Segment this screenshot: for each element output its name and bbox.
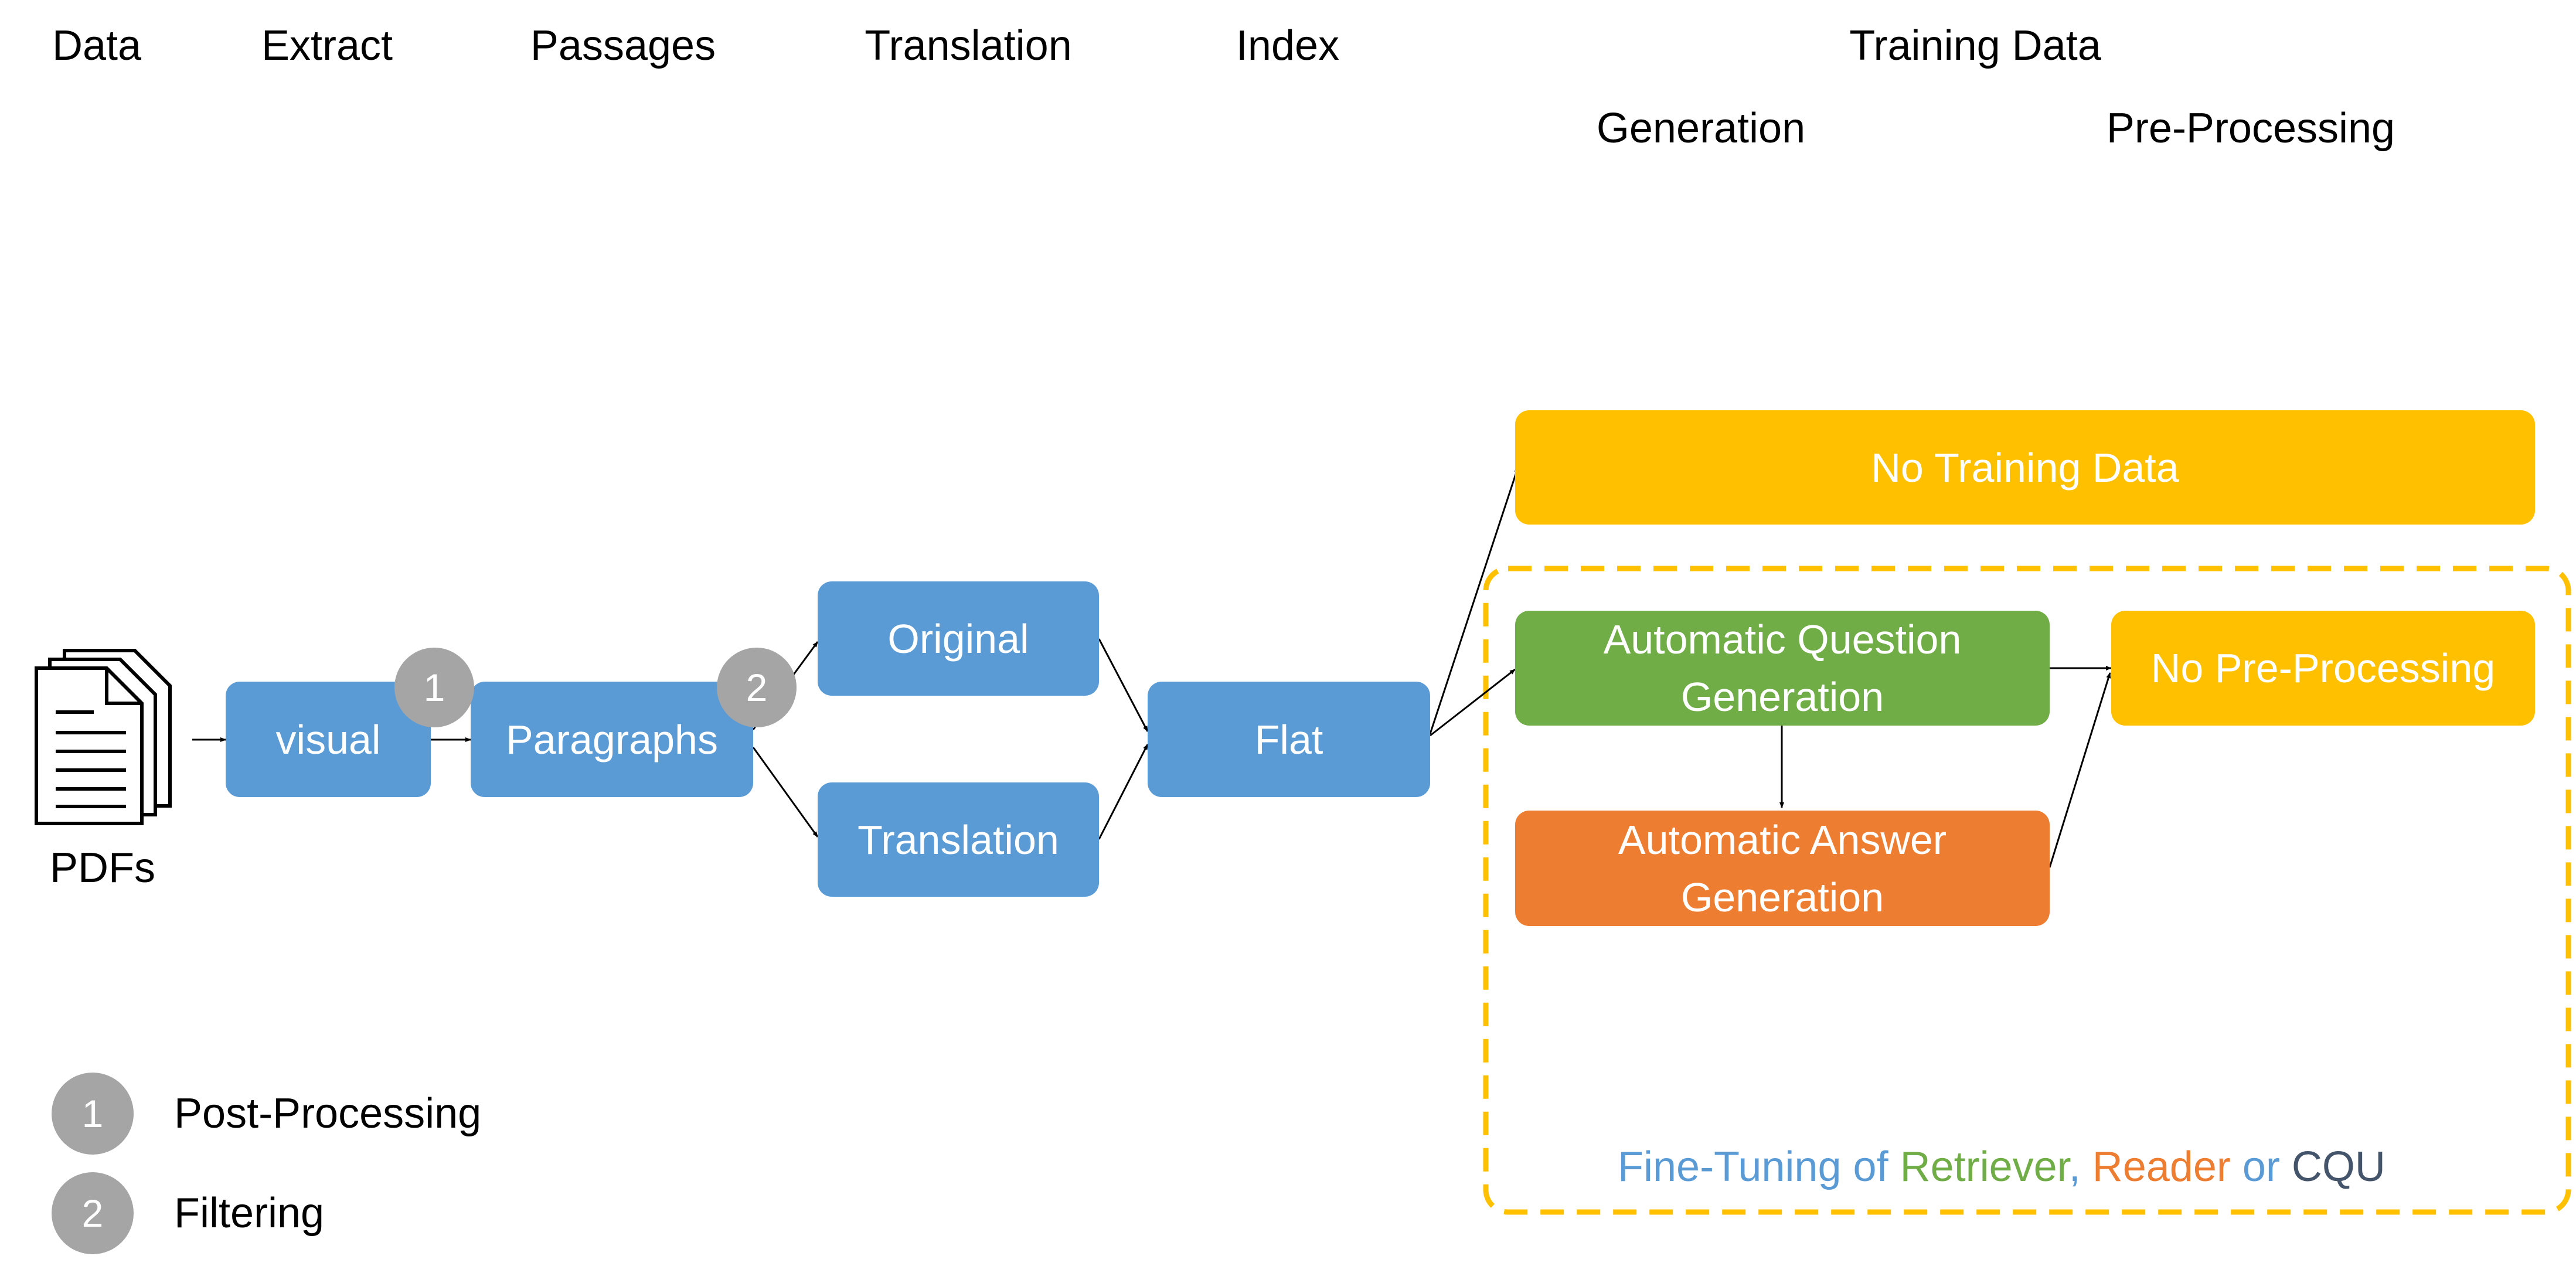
badge-filtering: 2 — [717, 648, 797, 727]
badge-post-processing: 1 — [394, 648, 474, 727]
header-passages: Passages — [530, 22, 716, 69]
pdf-documents-icon — [35, 649, 172, 825]
legend-badge-2: 2 — [52, 1172, 134, 1254]
node-paragraphs: Paragraphs — [471, 682, 753, 797]
edge-answer-no-preprocessing — [2048, 672, 2111, 868]
header-pre-processing: Pre-Processing — [2106, 105, 2395, 152]
header-index: Index — [1236, 22, 1340, 69]
edge-flat-no-training — [1429, 467, 1519, 734]
edge-flat-question — [1430, 668, 1516, 737]
legend-label-post-processing: Post-Processing — [174, 1090, 482, 1137]
node-no-training-data: No Training Data — [1515, 410, 2535, 525]
node-automatic-question-generation: Automatic Question Generation — [1515, 611, 2050, 726]
node-translation: Translation — [818, 782, 1099, 897]
edge-paragraphs-translation — [752, 747, 819, 838]
header-data: Data — [52, 22, 142, 69]
header-extract: Extract — [261, 22, 393, 69]
legend-label-filtering: Filtering — [174, 1190, 325, 1237]
fine-tuning-comma: , — [2068, 1143, 2092, 1190]
fine-tuning-prefix: Fine-Tuning of — [1618, 1143, 1900, 1190]
node-flat: Flat — [1148, 682, 1430, 797]
legend-badge-1: 1 — [52, 1073, 134, 1155]
fine-tuning-cqu: CQU — [2291, 1143, 2386, 1190]
fine-tuning-or: or — [2230, 1143, 2292, 1190]
node-no-pre-processing: No Pre-Processing — [2111, 611, 2535, 726]
header-training-data: Training Data — [1849, 22, 2101, 69]
pdfs-label: PDFs — [50, 845, 155, 891]
header-generation: Generation — [1596, 105, 1806, 152]
fine-tuning-region — [1483, 566, 2571, 1215]
header-translation: Translation — [865, 22, 1072, 69]
fine-tuning-reader: Reader — [2092, 1143, 2231, 1190]
edge-original-flat — [1098, 638, 1149, 732]
fine-tuning-caption: Fine-Tuning of Retriever, Reader or CQU — [1618, 1143, 2386, 1190]
node-automatic-answer-generation: Automatic Answer Generation — [1515, 811, 2050, 926]
fine-tuning-retriever: Retriever — [1900, 1143, 2069, 1190]
edge-translation-flat — [1098, 744, 1149, 840]
node-original: Original — [818, 581, 1099, 696]
